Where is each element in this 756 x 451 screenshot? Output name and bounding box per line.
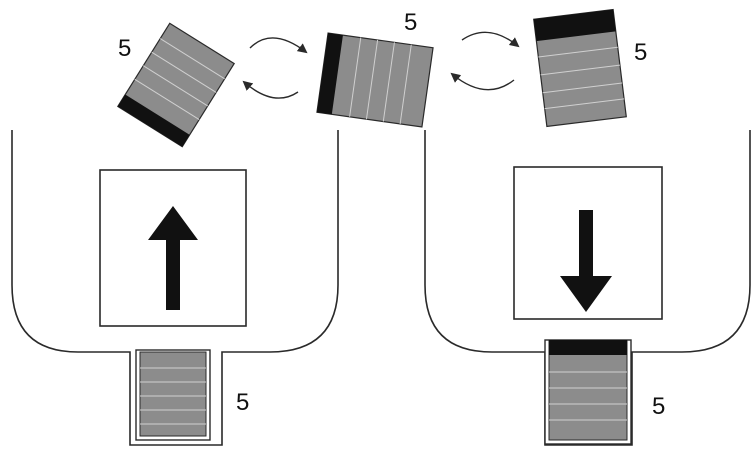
label-card-top-right: 5 — [634, 39, 647, 66]
left-hopper — [11, 130, 339, 446]
card-bottom-left — [135, 349, 211, 441]
left-hopper-outline — [11, 130, 339, 446]
right-hopper — [424, 130, 751, 446]
card-top-center — [316, 32, 434, 128]
label-card-bottom-left: 5 — [236, 389, 249, 416]
arrow-up-icon — [148, 206, 198, 310]
card-bottom-right — [544, 339, 632, 445]
label-card-top-center: 5 — [404, 9, 417, 36]
card-top-left — [116, 22, 236, 148]
rotate-arrows-icon-left — [242, 37, 308, 99]
label-card-top-left: 5 — [118, 35, 131, 62]
label-card-bottom-right: 5 — [652, 393, 665, 420]
card-top-right — [533, 8, 627, 128]
rotate-arrows-icon-right — [450, 31, 520, 91]
right-hopper-outline — [424, 130, 751, 446]
arrow-down-icon — [560, 210, 612, 312]
